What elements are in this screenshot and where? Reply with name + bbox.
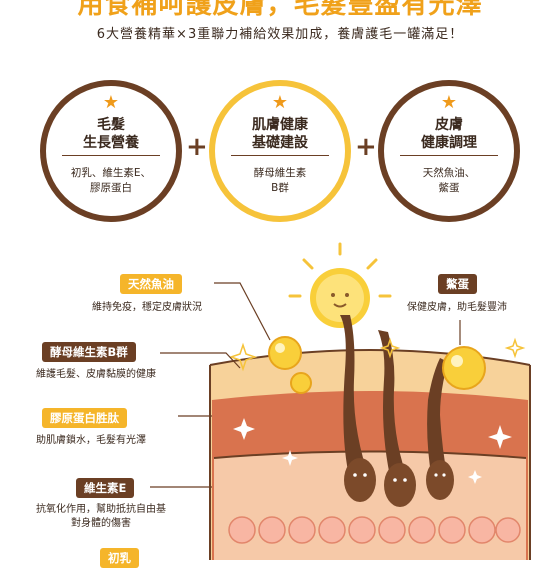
star-icon: ★ (440, 92, 458, 113)
ingredient-desc-yeast-b: 維護毛髮、皮膚黏膜的健康 (36, 369, 156, 380)
skin-illustration (150, 242, 531, 560)
ingredient-desc-collagen: 助肌膚鎖水，毛髮有光澤 (36, 435, 146, 446)
headline: 用食補呵護皮膚，毛髮豐盈有光澤 (77, 0, 483, 20)
benefit-title: 肌膚健康基礎建設 (252, 117, 308, 151)
hair-follicles (340, 315, 454, 507)
ingredient-tag-colostrum: 初乳 (100, 548, 139, 568)
ingredient-tag-yeast-b: 酵母維生素B群 (42, 342, 136, 362)
ingredient-desc-fish-oil: 維持免疫，穩定皮膚狀況 (92, 302, 202, 313)
sun-icon (288, 242, 392, 328)
divider (231, 155, 329, 156)
ingredient-tag-collagen: 膠原蛋白胜肽 (42, 408, 127, 428)
ingredient-tag-turtle-egg: 鱉蛋 (438, 274, 477, 294)
sparkles (233, 418, 512, 484)
star-icon: ★ (102, 92, 120, 113)
benefit-circle-care: ★ 皮膚健康調理 天然魚油、鱉蛋 (378, 80, 520, 222)
star-icon: ★ (271, 92, 289, 113)
benefit-circle-hair: ★ 毛髮生長營養 初乳、維生素E、膠原蛋白 (40, 80, 182, 222)
divider (62, 155, 160, 156)
ingredient-tag-vitamin-e: 維生素E (76, 478, 135, 498)
plus-sign: + (355, 132, 377, 162)
benefit-title: 毛髮生長營養 (83, 117, 139, 151)
nutrient-bubbles (268, 336, 486, 394)
benefit-ingredients: 初乳、維生素E、膠原蛋白 (70, 167, 152, 194)
ingredient-desc-turtle-egg: 保健皮膚，助毛髮豐沛 (407, 302, 507, 313)
plus-sign: + (186, 132, 208, 162)
sparkles-outline (228, 337, 526, 372)
ingredient-tag-fish-oil: 天然魚油 (120, 274, 182, 294)
benefit-title: 皮膚健康調理 (421, 117, 477, 151)
connector-lines (150, 282, 461, 488)
subheadline: 6大營養精華×3重聯力補給效果加成，養膚護毛一罐滿足！ (96, 27, 464, 42)
fat-cells (228, 516, 521, 544)
divider (400, 155, 498, 156)
benefit-ingredients: 天然魚油、鱉蛋 (422, 167, 476, 194)
ingredient-desc-vitamin-e: 抗氧化作用，幫助抵抗自由基對身體的傷害 (36, 504, 166, 529)
